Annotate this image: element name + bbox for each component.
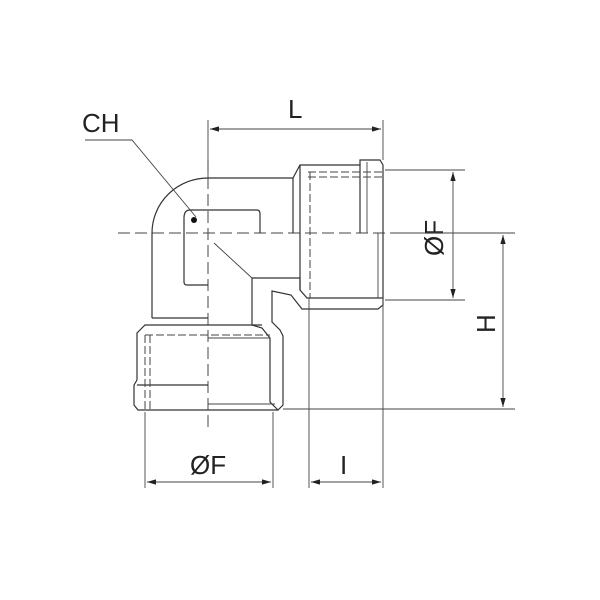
f-label-right: ØF (419, 220, 449, 256)
ch-label: CH (82, 108, 120, 138)
l-label: L (288, 94, 302, 124)
ch-leader-line (85, 139, 197, 218)
right-threaded-end (292, 159, 384, 298)
f-label-bottom: ØF (190, 450, 226, 480)
i-label: I (340, 450, 347, 480)
elbow-body (151, 177, 293, 319)
section-hatch (251, 277, 384, 411)
h-label: H (471, 314, 501, 333)
bottom-threaded-end (133, 324, 278, 411)
